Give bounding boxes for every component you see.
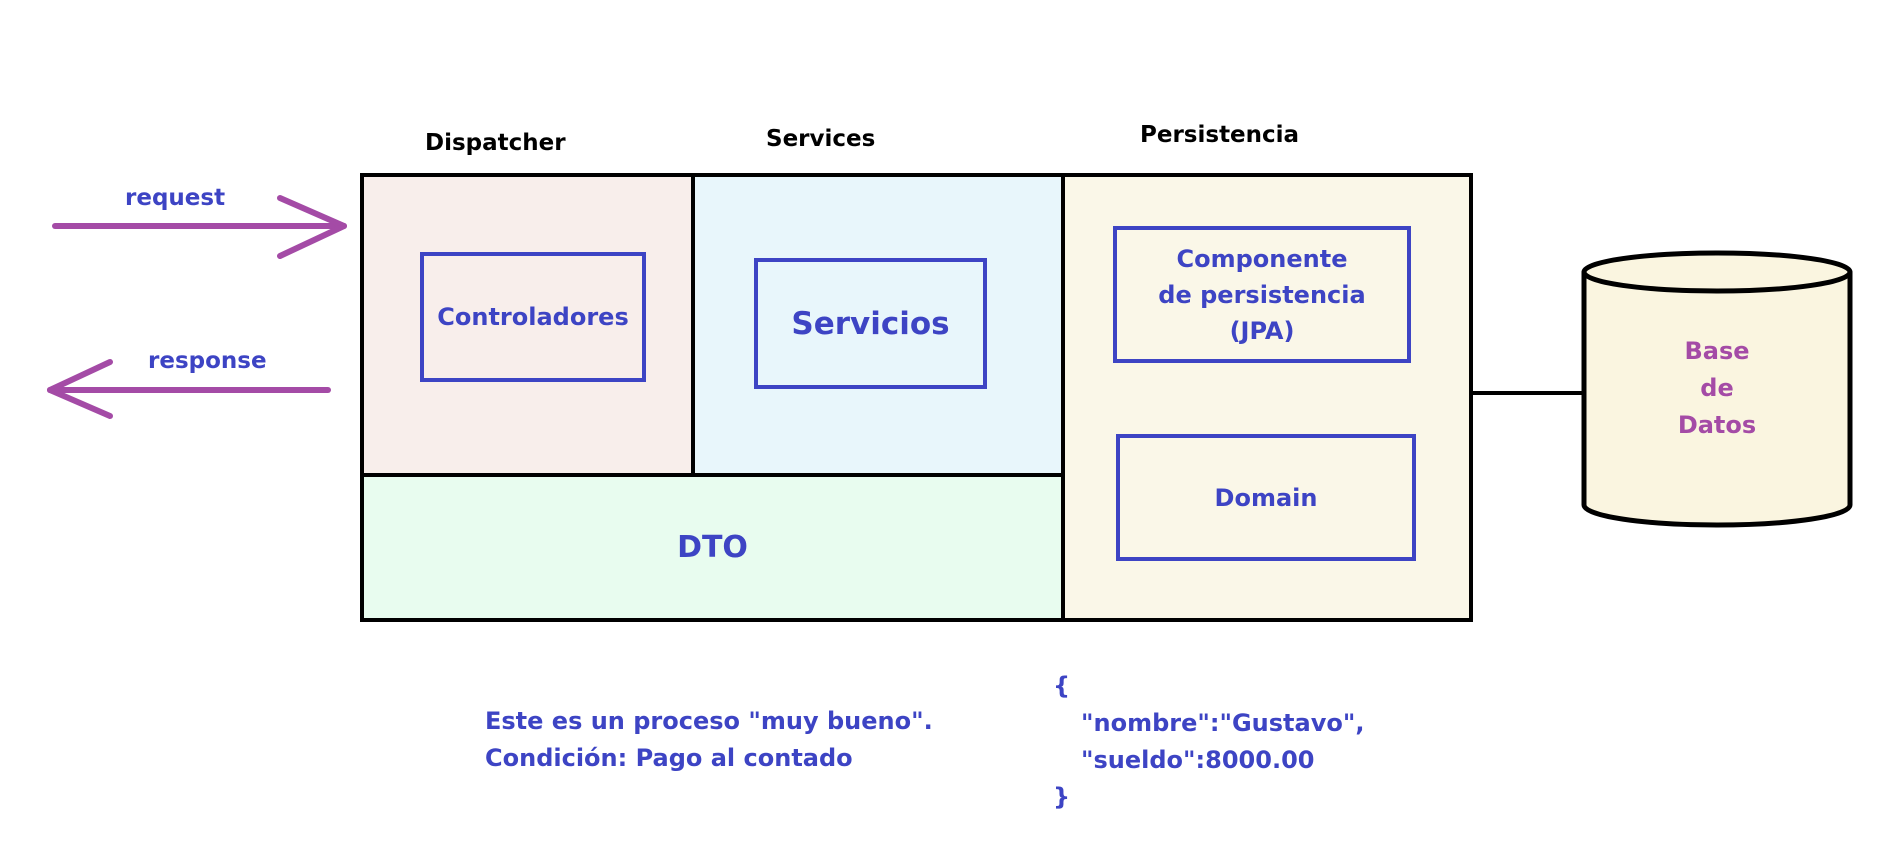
process-note-line1: Este es un proceso "muy bueno". [485,707,933,735]
json-open-brace: { [1053,672,1071,700]
services-title: Services [766,126,876,152]
process-note: Este es un proceso "muy bueno". Condició… [485,703,933,777]
json-sample: { "nombre":"Gustavo", "sueldo":8000.00 } [1053,668,1364,816]
process-note-line2: Condición: Pago al contado [485,744,853,772]
persistencia-title: Persistencia [1140,122,1300,148]
request-label: request [125,185,226,211]
response-label: response [148,348,267,374]
database-label-line2: de [1700,374,1734,402]
response-arrow [47,359,331,419]
dto-label: DTO [677,530,748,565]
database-label: Base de Datos [1584,333,1850,444]
servicios-box: Servicios [754,258,987,389]
persistence-label-line1: Componente [1176,244,1348,273]
dto-label-wrap: DTO [362,475,1063,620]
json-close-brace: } [1053,783,1071,811]
persistence-label-line3: (JPA) [1229,316,1295,345]
json-line-sueldo: "sueldo":8000.00 [1081,746,1315,774]
servicios-label: Servicios [791,305,950,342]
domain-label: Domain [1214,483,1318,512]
dto-region [362,475,1063,620]
database-label-line1: Base [1684,337,1750,365]
request-arrow [52,195,347,259]
persistence-component-box: Componente de persistencia (JPA) [1113,226,1411,363]
controladores-label: Controladores [437,303,629,331]
json-line-nombre: "nombre":"Gustavo", [1081,709,1365,737]
dispatcher-region [362,175,693,475]
domain-box: Domain [1116,434,1416,561]
controladores-box: Controladores [420,252,646,382]
persistencia-region [1063,175,1471,620]
persistence-label-line2: de persistencia [1158,280,1366,309]
database-label-line3: Datos [1677,411,1757,439]
dispatcher-title: Dispatcher [425,130,566,156]
